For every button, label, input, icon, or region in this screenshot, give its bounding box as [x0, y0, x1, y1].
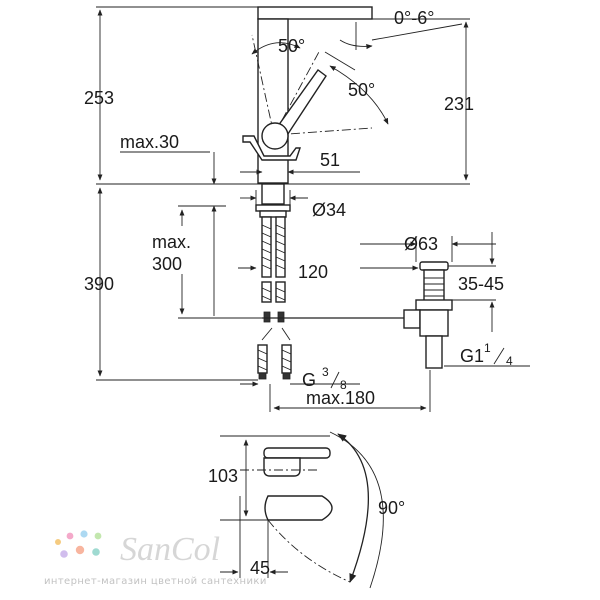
svg-text:4: 4	[506, 354, 513, 368]
label-deck-thickness: max.30	[120, 132, 179, 152]
watermark-dot	[60, 550, 68, 558]
label-max-reach: max.180	[306, 388, 375, 408]
label-rotation: 90°	[378, 498, 405, 518]
label-tilt: 0°-6°	[394, 8, 434, 28]
pop-up-waste	[403, 261, 453, 369]
label-max-value: 300	[152, 254, 182, 274]
watermark-dot	[66, 532, 74, 540]
fixing-washer	[259, 210, 287, 218]
label-angle-right: 50°	[348, 80, 375, 100]
waste-thread	[424, 277, 444, 297]
label-spout-base: 51	[320, 150, 340, 170]
label-total-height: 253	[84, 88, 114, 108]
handle-knob	[261, 122, 289, 150]
faucet-top-view	[220, 431, 384, 589]
base-cap	[242, 135, 301, 161]
label-waste-diameter: Ø63	[404, 234, 438, 254]
spout-top-bar	[257, 6, 373, 20]
lever-top	[263, 457, 301, 477]
waste-plug	[419, 261, 449, 271]
shank	[261, 183, 285, 205]
watermark-dot	[94, 532, 102, 540]
svg-text:G1: G1	[460, 346, 484, 366]
label-spout-height: 231	[444, 94, 474, 114]
watermark-dots	[55, 530, 102, 558]
dimension-labels: 253 231 390 max.30 51 50° 50° 0°-6° Ø34 …	[84, 8, 513, 578]
watermark-subtitle: интернет-магазин цветной сантехники	[44, 576, 267, 587]
handle-top	[263, 447, 331, 459]
rotation-arc	[337, 433, 370, 583]
watermark-dot	[92, 548, 100, 556]
svg-text:3: 3	[322, 365, 329, 379]
watermark: SanCol интернет-магазин цветной сантехни…	[44, 530, 267, 587]
label-waste-range: 35-45	[458, 274, 504, 294]
rod-link-2	[281, 327, 291, 341]
label-max: max.	[152, 232, 191, 252]
svg-text:8: 8	[340, 378, 347, 392]
watermark-brand: SanCol	[120, 531, 220, 568]
watermark-dot	[75, 545, 85, 555]
label-angle-left: 50°	[278, 36, 305, 56]
watermark-dot	[80, 530, 88, 538]
waste-rod-housing	[403, 309, 421, 329]
base-top	[264, 495, 333, 521]
label-offset: 120	[298, 262, 328, 282]
spout-swing	[267, 519, 351, 583]
rod-link	[261, 327, 273, 341]
svg-text:1: 1	[484, 341, 491, 355]
waste-body-lower	[419, 309, 449, 337]
dimension-lines	[96, 6, 530, 412]
svg-text:G: G	[302, 370, 316, 390]
waste-nut	[415, 299, 453, 311]
handle-position-right	[273, 127, 373, 136]
faucet-side-view	[242, 6, 404, 380]
flexible-hoses	[257, 216, 292, 380]
label-top-height: 103	[208, 466, 238, 486]
handle-position-mid	[273, 49, 321, 136]
watermark-dot	[55, 539, 61, 545]
waste-tail	[425, 335, 443, 369]
label-supply-thread: G 3 8	[302, 365, 347, 392]
fixing-nut	[255, 204, 291, 212]
label-waste-thread: G1 1 4	[460, 341, 513, 368]
label-base-depth: 45	[250, 558, 270, 578]
label-lower-height: 390	[84, 274, 114, 294]
label-hole-diameter: Ø34	[312, 200, 346, 220]
